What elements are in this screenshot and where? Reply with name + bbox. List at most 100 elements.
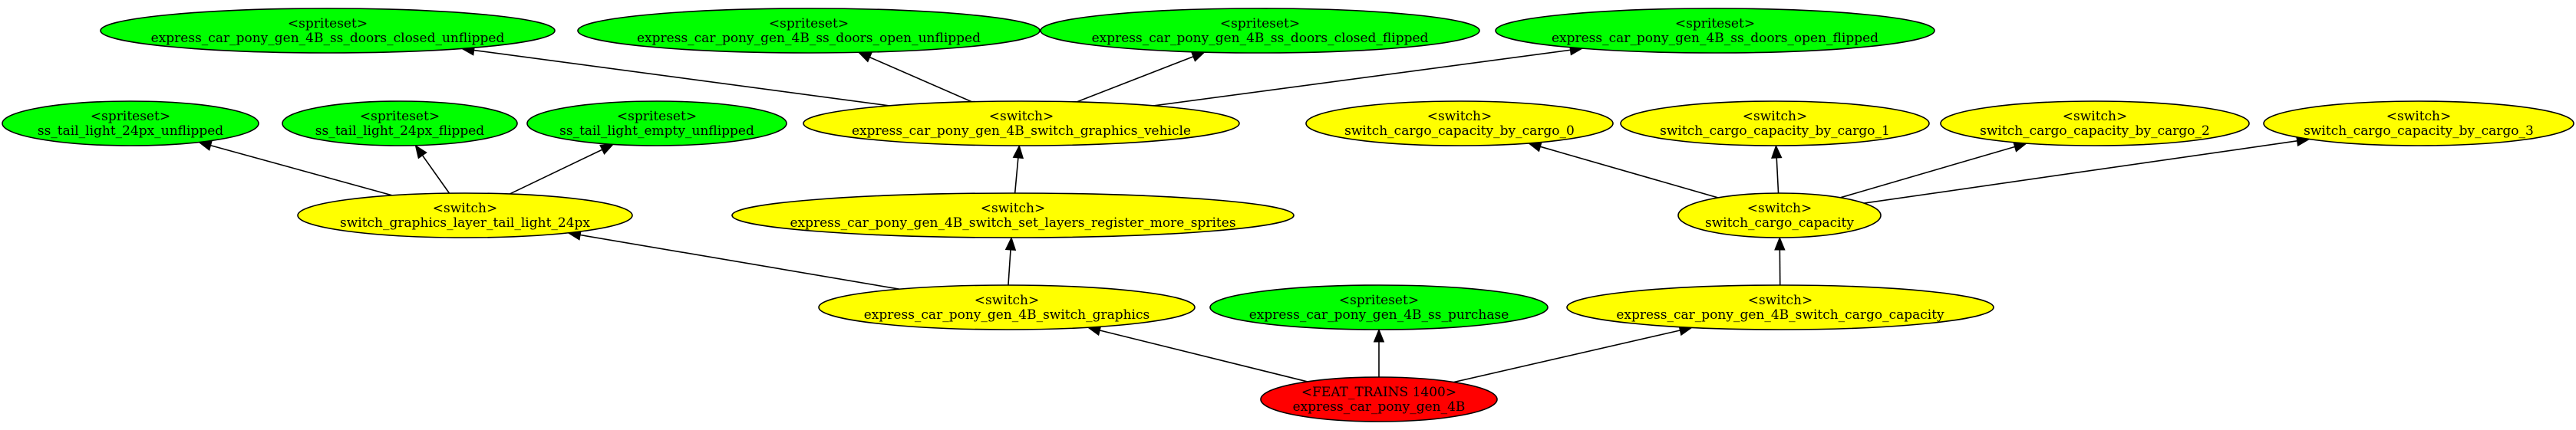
switch-node-shape	[1677, 192, 1882, 238]
edge-line	[421, 155, 450, 194]
edge-line	[210, 145, 393, 196]
edge-switch_graphics_vehicle-to-ss_doors_closed_unflipped	[460, 44, 889, 107]
node-type-label: <switch>	[989, 109, 1054, 124]
edge-line	[1153, 49, 1571, 107]
node-type-label: <switch>	[2063, 109, 2128, 124]
node-ss-doors-closed-unflipped[interactable]: <spriteset>express_car_pony_gen_4B_ss_do…	[100, 8, 556, 54]
node-switch-cargo-capacity[interactable]: <switch>express_car_pony_gen_4B_switch_c…	[1566, 284, 1994, 330]
switch-node-shape	[818, 284, 1196, 330]
arrow-head	[599, 143, 615, 155]
switch-node-shape	[2263, 100, 2574, 146]
node-tail-flipped[interactable]: <spriteset>ss_tail_light_24px_flipped	[282, 100, 518, 146]
edge-feat_trains-to-switch_graphics	[1087, 325, 1308, 382]
node-type-label: <switch>	[981, 201, 1046, 216]
switch-node-shape	[803, 100, 1240, 146]
node-name-label: switch_cargo_capacity_by_cargo_0	[1344, 123, 1575, 139]
arrow-head	[1190, 51, 1206, 62]
spriteset-node-shape	[282, 100, 518, 146]
spriteset-node-shape	[1209, 284, 1549, 330]
nodes-layer: <spriteset>express_car_pony_gen_4B_ss_do…	[2, 8, 2574, 422]
node-name-label: express_car_pony_gen_4B_switch_set_layer…	[790, 215, 1235, 231]
edge-switch_cargo_capacity-to-cargo_capacity	[1774, 236, 1786, 286]
arrow-head	[1774, 236, 1786, 251]
node-name-label: express_car_pony_gen_4B_ss_doors_closed_…	[1092, 31, 1429, 46]
arrow-head	[414, 144, 427, 159]
switch-node-shape	[1620, 100, 1930, 146]
spriteset-node-shape	[577, 8, 1041, 54]
node-name-label: express_car_pony_gen_4B_ss_doors_open_fl…	[1552, 31, 1878, 46]
edge-switch_graphics_vehicle-to-ss_doors_closed_flipped	[1076, 51, 1206, 103]
node-cap-cargo-2[interactable]: <switch>switch_cargo_capacity_by_cargo_2	[1940, 100, 2250, 146]
edge-cargo_capacity-to-cap_cargo_2	[1840, 141, 2028, 199]
node-tail-unflipped[interactable]: <spriteset>ss_tail_light_24px_unflipped	[2, 100, 259, 146]
node-set-layers[interactable]: <switch>express_car_pony_gen_4B_switch_s…	[731, 192, 1295, 238]
node-name-label: express_car_pony_gen_4B_switch_graphics_…	[852, 123, 1191, 139]
node-type-label: <spriteset>	[617, 109, 697, 124]
node-type-label: <switch>	[975, 293, 1040, 308]
arrow-head	[1012, 144, 1024, 159]
edge-switch_graphics_vehicle-to-ss_doors_open_flipped	[1153, 44, 1584, 107]
node-name-label: ss_tail_light_24px_unflipped	[38, 123, 223, 139]
feat_trains-node-shape	[1260, 376, 1498, 422]
edge-line	[579, 234, 900, 290]
node-cap-cargo-1[interactable]: <switch>switch_cargo_capacity_by_cargo_1	[1620, 100, 1930, 146]
edge-layer_tail-to-tail_empty	[509, 143, 615, 195]
spriteset-node-shape	[2, 100, 259, 146]
node-layer-tail[interactable]: <switch>switch_graphics_layer_tail_light…	[297, 192, 633, 238]
spriteset-node-shape	[1040, 8, 1480, 54]
node-switch-graphics-vehicle[interactable]: <switch>express_car_pony_gen_4B_switch_g…	[803, 100, 1240, 146]
node-type-label: <switch>	[1743, 109, 1808, 124]
edge-feat_trains-to-switch_cargo_capacity	[1453, 325, 1694, 383]
node-name-label: express_car_pony_gen_4B_ss_doors_open_un…	[637, 31, 981, 46]
node-name-label: ss_tail_light_24px_flipped	[315, 123, 485, 139]
edge-line	[1776, 157, 1779, 194]
node-name-label: switch_cargo_capacity_by_cargo_1	[1660, 123, 1890, 139]
node-type-label: <spriteset>	[91, 109, 170, 124]
node-cap-cargo-0[interactable]: <switch>switch_cargo_capacity_by_cargo_0	[1305, 100, 1614, 146]
node-name-label: express_car_pony_gen_4B_switch_graphics	[864, 307, 1150, 323]
node-name-label: express_car_pony_gen_4B	[1293, 399, 1466, 415]
edge-line	[1864, 140, 2297, 204]
node-name-label: express_car_pony_gen_4B_ss_purchase	[1249, 307, 1509, 323]
edge-cargo_capacity-to-cap_cargo_1	[1771, 144, 1783, 194]
edge-line	[1014, 157, 1019, 194]
node-type-label: <spriteset>	[1220, 16, 1300, 31]
node-ss-doors-closed-flipped[interactable]: <spriteset>express_car_pony_gen_4B_ss_do…	[1040, 8, 1480, 54]
node-feat-trains[interactable]: <FEAT_TRAINS 1400>express_car_pony_gen_4…	[1260, 376, 1498, 422]
node-type-label: <spriteset>	[360, 109, 440, 124]
node-tail-empty[interactable]: <spriteset>ss_tail_light_empty_unflipped	[526, 100, 787, 146]
spriteset-node-shape	[100, 8, 556, 54]
edge-layer_tail-to-tail_unflipped	[197, 140, 393, 196]
node-type-label: <spriteset>	[1339, 293, 1419, 308]
arrow-head	[1771, 144, 1783, 159]
node-cargo-capacity[interactable]: <switch>switch_cargo_capacity	[1677, 192, 1882, 238]
node-name-label: switch_cargo_capacity	[1705, 215, 1854, 231]
edge-line	[1076, 56, 1194, 103]
node-name-label: ss_tail_light_empty_unflipped	[559, 123, 754, 139]
node-ss-purchase[interactable]: <spriteset>express_car_pony_gen_4B_ss_pu…	[1209, 284, 1549, 330]
edge-set_layers-to-switch_graphics_vehicle	[1012, 144, 1024, 194]
spriteset-node-shape	[1495, 8, 1935, 54]
edge-cargo_capacity-to-cap_cargo_0	[1527, 141, 1719, 199]
node-name-label: express_car_pony_gen_4B_switch_cargo_cap…	[1616, 307, 1944, 323]
node-ss-doors-open-flipped[interactable]: <spriteset>express_car_pony_gen_4B_ss_do…	[1495, 8, 1935, 54]
node-type-label: <switch>	[1748, 293, 1813, 308]
edge-layer_tail-to-tail_flipped	[414, 144, 450, 194]
edge-switch_graphics_vehicle-to-ss_doors_open_unflipped	[857, 51, 972, 103]
node-ss-doors-open-unflipped[interactable]: <spriteset>express_car_pony_gen_4B_ss_do…	[577, 8, 1041, 54]
node-name-label: switch_cargo_capacity_by_cargo_3	[2304, 123, 2534, 139]
node-type-label: <FEAT_TRAINS 1400>	[1301, 385, 1456, 400]
edge-switch_graphics-to-set_layers	[1004, 236, 1017, 286]
node-name-label: switch_cargo_capacity_by_cargo_2	[1980, 123, 2210, 139]
node-type-label: <spriteset>	[288, 16, 368, 31]
node-name-label: express_car_pony_gen_4B_ss_doors_closed_…	[151, 31, 505, 46]
edge-line	[509, 149, 603, 195]
switch-node-shape	[1940, 100, 2250, 146]
edge-feat_trains-to-ss_purchase	[1373, 328, 1385, 377]
edge-line	[473, 49, 889, 107]
node-switch-graphics[interactable]: <switch>express_car_pony_gen_4B_switch_g…	[818, 284, 1196, 330]
switch-node-shape	[1566, 284, 1994, 330]
switch-node-shape	[297, 192, 633, 238]
node-cap-cargo-3[interactable]: <switch>switch_cargo_capacity_by_cargo_3	[2263, 100, 2574, 146]
